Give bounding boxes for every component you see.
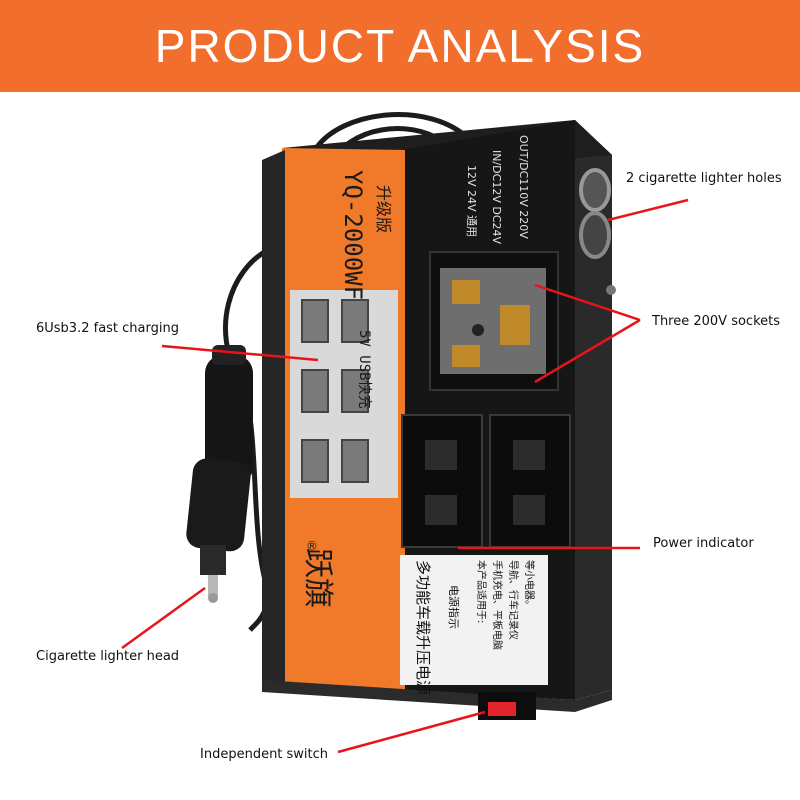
product-name-text: 多功能车载升压电源 <box>414 560 432 695</box>
usage-line-4: 等小电器。 <box>523 560 536 610</box>
brand-text: 跃旗 <box>300 548 335 608</box>
lower-socket-right <box>489 414 571 548</box>
label-power-indicator: Power indicator <box>653 536 754 551</box>
label-lighter-head: Cigarette lighter head <box>36 649 180 664</box>
model-text: YQ-2000WF <box>339 170 367 300</box>
device-side <box>575 120 612 700</box>
label-switch: Independent switch <box>200 747 329 762</box>
annotation-lines <box>121 198 689 754</box>
header-banner: PRODUCT ANALYSIS <box>0 0 800 92</box>
lower-socket-left <box>401 414 483 548</box>
spec-line-3: OUT/DC110V 220V <box>517 135 530 239</box>
label-sockets: Three 200V sockets <box>652 314 781 329</box>
registered-mark: ® <box>306 539 318 553</box>
label-usb-charging: 6Usb3.2 fast charging <box>36 321 179 336</box>
usage-line-2: 手机充电、平板电脑 <box>491 560 504 650</box>
label-lighter-holes: 2 cigarette lighter holes <box>626 171 782 186</box>
usb-ports <box>301 299 369 483</box>
lighter-socket-icon <box>579 168 611 212</box>
edition-text: 升级版 <box>374 185 393 233</box>
spec-line-2: IN/DC12V DC24V <box>490 150 503 244</box>
indicator-text: 电源指示 <box>447 585 461 629</box>
cigarette-lighter-plug <box>186 345 253 603</box>
page-title: PRODUCT ANALYSIS <box>154 20 646 72</box>
usb-text: 5V USB快充 <box>356 330 372 409</box>
usage-line-1: 本产品适用于: <box>475 560 488 623</box>
usage-line-3: 导航、行车记录仪 <box>507 560 520 640</box>
spec-line-1: 12V 24V 通用 <box>465 165 478 237</box>
